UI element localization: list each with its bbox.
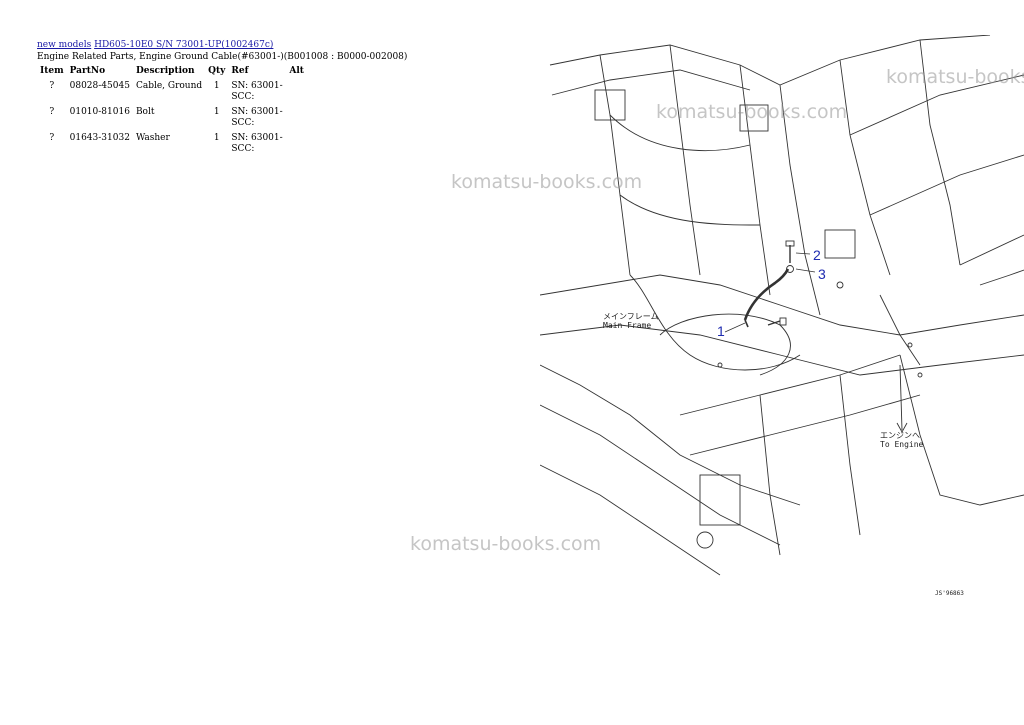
cell-alt xyxy=(286,105,307,131)
cell-ref: SN: 63001-SCC: xyxy=(228,105,286,131)
col-item: Item xyxy=(40,66,64,76)
col-partno: PartNo xyxy=(69,66,106,76)
page-title: Engine Related Parts, Engine Ground Cabl… xyxy=(37,52,408,62)
cell-partno: 01643-31032 xyxy=(69,133,130,143)
to-engine-label: エンジンへ To Engine xyxy=(880,431,923,449)
cell-partno: 01010-81016 xyxy=(69,107,130,117)
cell-qty: 1 xyxy=(213,107,220,117)
cell-ref: SN: 63001-SCC: xyxy=(228,79,286,105)
ref-text: SN: 63001-SCC: xyxy=(231,81,283,102)
cell-item: ? xyxy=(49,107,55,117)
breadcrumb-link-new-models[interactable]: new models xyxy=(37,40,92,50)
watermark: komatsu-books.com xyxy=(886,66,1024,88)
callout-2[interactable]: 2 xyxy=(813,247,821,263)
ref-text: SN: 63001-SCC: xyxy=(231,133,283,154)
col-ref: Ref xyxy=(231,66,249,76)
table-row: ? 01643-31032 Washer 1 SN: 63001-SCC: xyxy=(37,131,307,157)
parts-table: Item PartNo Description Qty Ref Alt ? 08… xyxy=(37,64,307,157)
frame-drawing xyxy=(540,35,1024,576)
cell-description: Washer xyxy=(135,133,170,143)
cell-partno: 08028-45045 xyxy=(69,81,130,91)
col-qty: Qty xyxy=(208,66,226,76)
cell-alt xyxy=(286,131,307,157)
callout-1[interactable]: 1 xyxy=(717,323,725,339)
breadcrumb-link-model[interactable]: HD605-10E0 S/N 73001-UP(1002467c) xyxy=(94,40,274,50)
breadcrumb: new models HD605-10E0 S/N 73001-UP(10024… xyxy=(37,40,273,51)
cell-item: ? xyxy=(49,81,55,91)
to-engine-label-jp: エンジンへ xyxy=(880,431,920,440)
to-engine-label-en: To Engine xyxy=(880,440,924,449)
figure-code: JS'96863 xyxy=(935,590,964,597)
watermark: komatsu-books.com xyxy=(451,171,643,193)
col-description: Description xyxy=(135,66,195,76)
cell-description: Bolt xyxy=(135,107,155,117)
main-frame-label-en: Main Frame xyxy=(603,321,652,330)
ref-text: SN: 63001-SCC: xyxy=(231,107,283,128)
watermark: komatsu-books.com xyxy=(656,101,848,123)
cell-qty: 1 xyxy=(213,81,220,91)
cell-alt xyxy=(286,79,307,105)
watermark: komatsu-books.com xyxy=(410,533,602,555)
table-row: ? 08028-45045 Cable, Ground 1 SN: 63001-… xyxy=(37,79,307,105)
cell-ref: SN: 63001-SCC: xyxy=(228,131,286,157)
main-frame-label-jp: メインフレーム xyxy=(603,312,659,321)
col-alt: Alt xyxy=(289,66,304,76)
table-row: ? 01010-81016 Bolt 1 SN: 63001-SCC: xyxy=(37,105,307,131)
cell-qty: 1 xyxy=(213,133,220,143)
cell-item: ? xyxy=(49,133,55,143)
parts-diagram: メインフレーム Main Frame エンジンへ To Engine 1 2 3… xyxy=(540,35,1024,605)
cell-description: Cable, Ground xyxy=(135,81,203,91)
main-frame-label: メインフレーム Main Frame xyxy=(603,312,659,330)
table-header-row: Item PartNo Description Qty Ref Alt xyxy=(37,64,307,79)
callout-3[interactable]: 3 xyxy=(818,266,826,282)
